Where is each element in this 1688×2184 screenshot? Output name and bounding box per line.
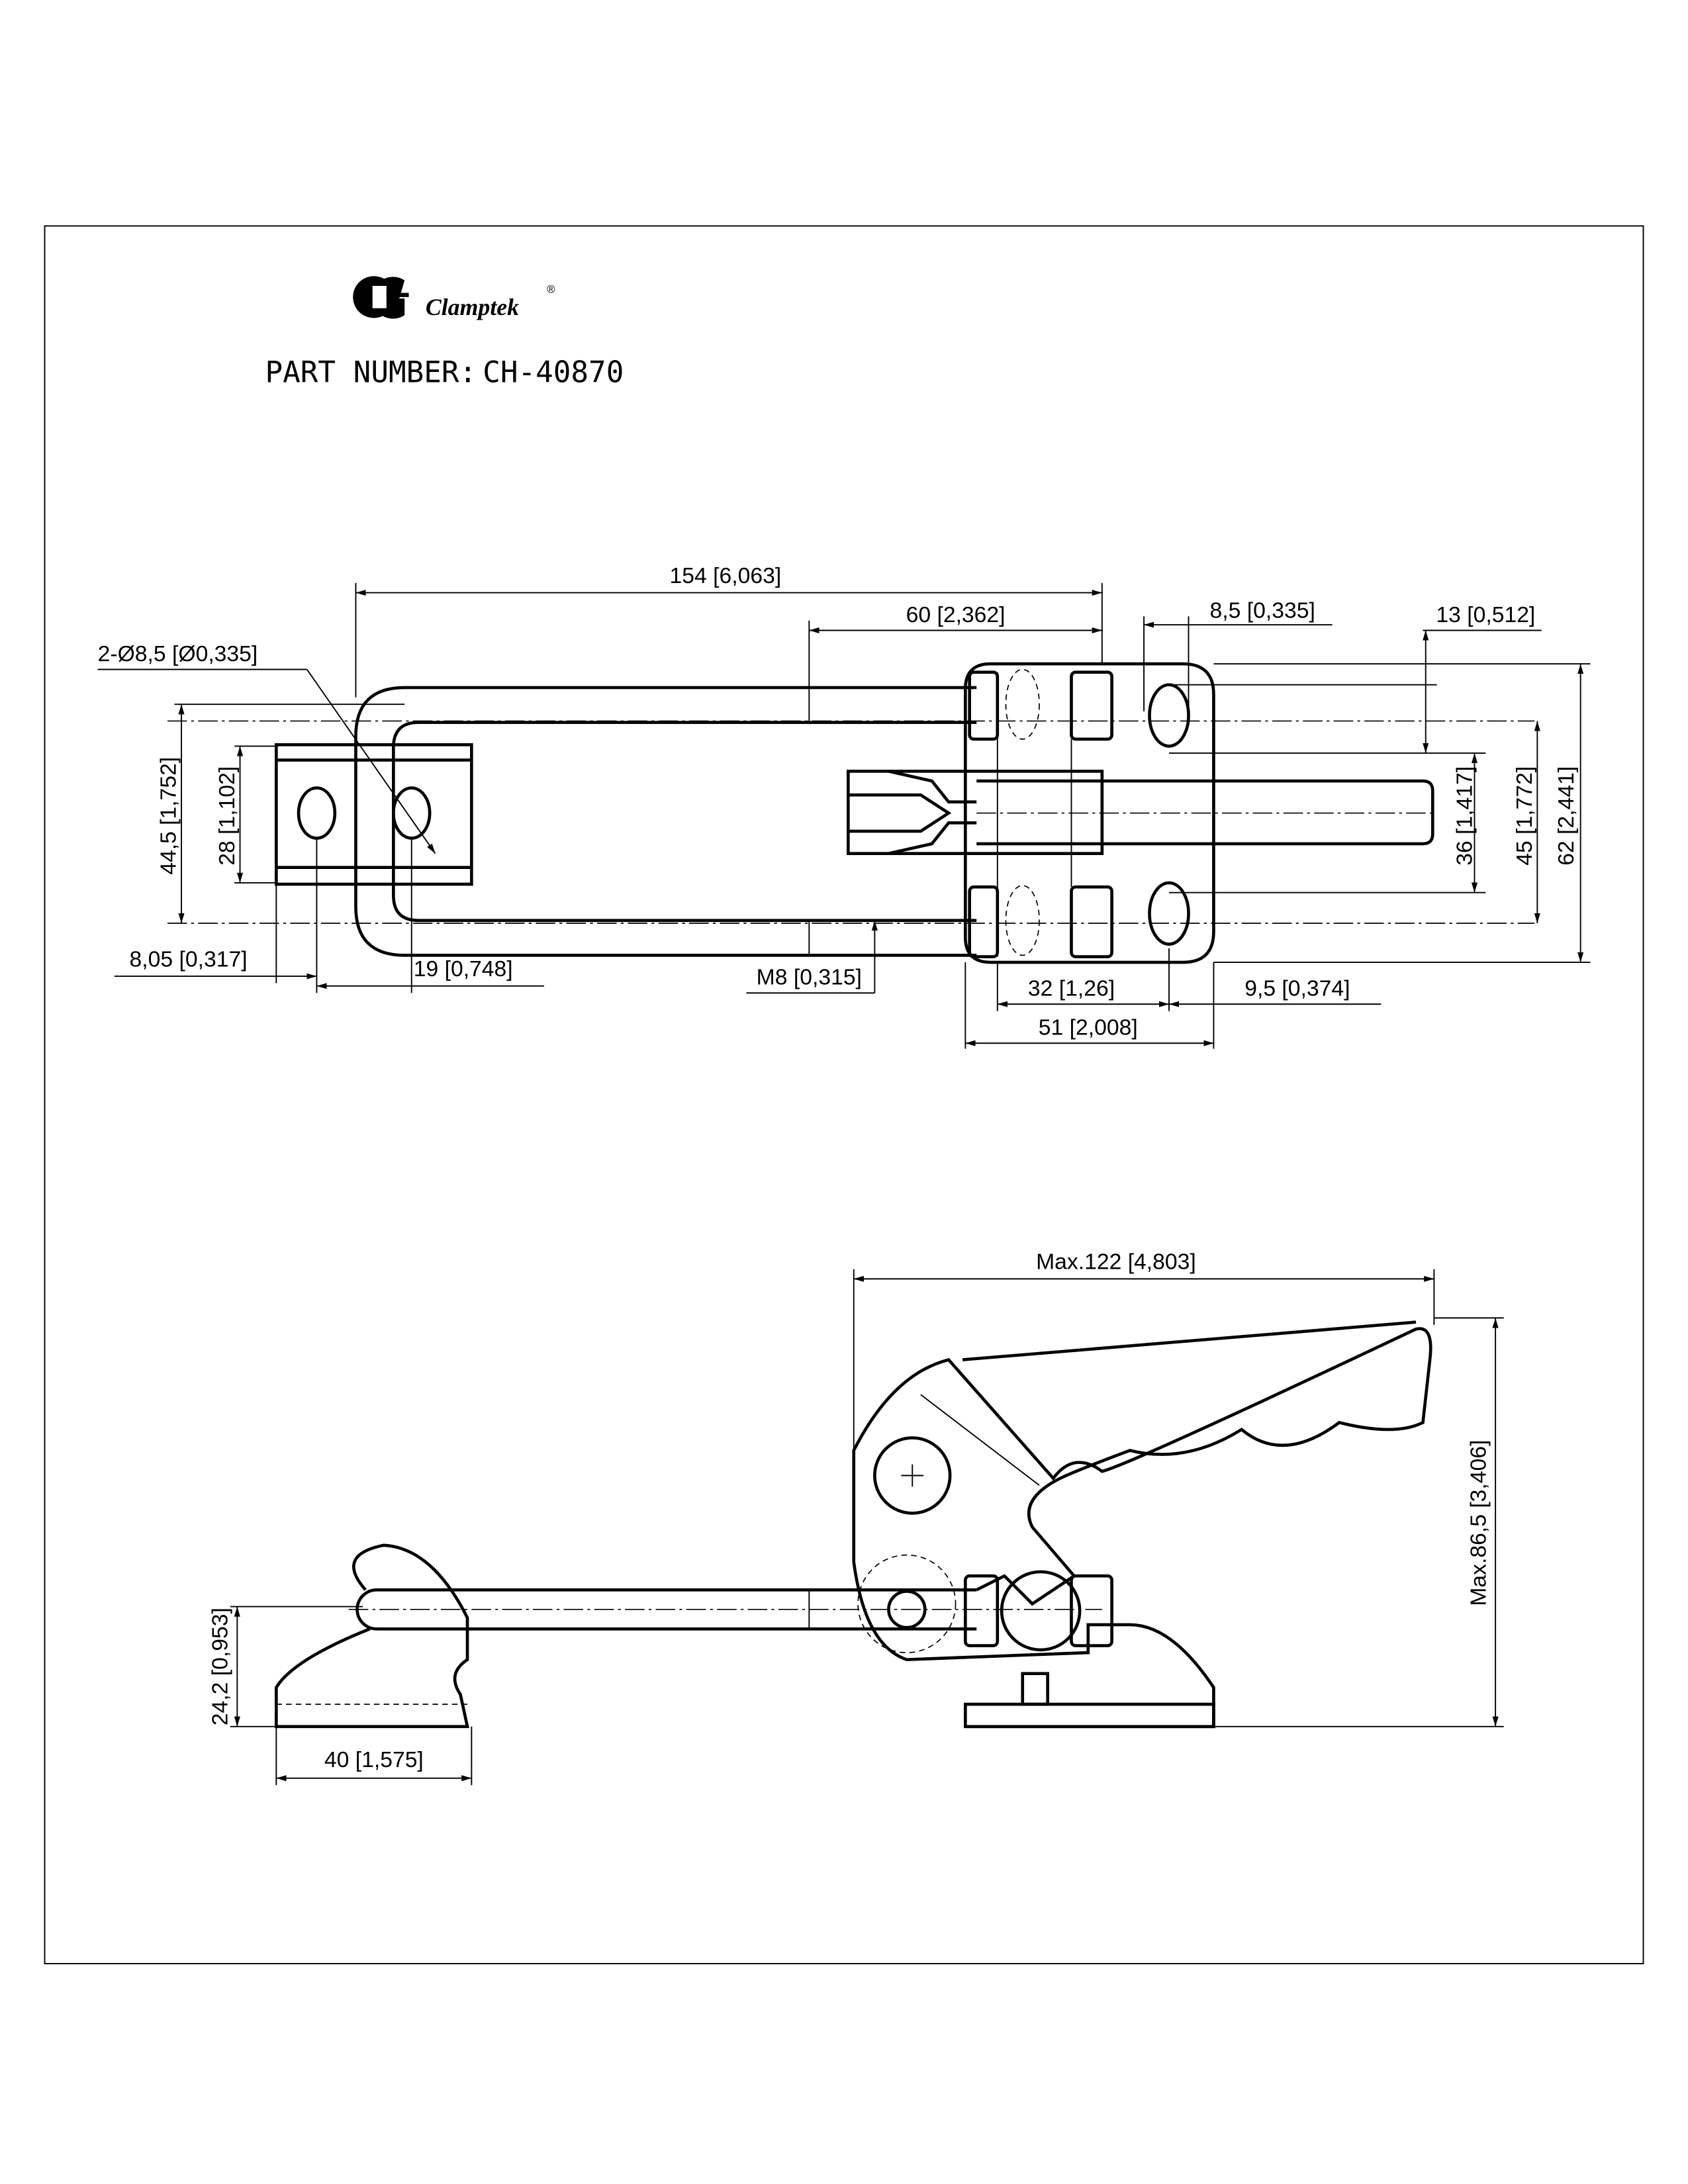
registered-mark: ® xyxy=(547,283,555,296)
clamptek-logo: Clamptek ® xyxy=(353,276,555,320)
dim-offset-8: 8,05 [0,317] xyxy=(130,946,248,972)
dim-51: 51 [2,008] xyxy=(1039,1015,1138,1040)
part-number-label: PART NUMBER: xyxy=(265,355,477,389)
dim-max-length: Max.122 [4,803] xyxy=(1036,1250,1196,1275)
brand-name: Clamptek xyxy=(426,294,519,320)
side-view: Max.122 [4,803] Max.86,5 [3,406] 24,2 [0… xyxy=(208,1250,1504,1786)
dim-slot-length: 13 [0,512] xyxy=(1436,602,1535,627)
dim-height-28: 28 [1,102] xyxy=(214,766,240,866)
dim-slot-width: 8,5 [0,335] xyxy=(1210,598,1315,623)
dim-hole-dia: 2-Ø8,5 [Ø0,335] xyxy=(98,641,258,666)
part-number-value: CH-40870 xyxy=(483,355,624,389)
dim-thread-length: 60 [2,362] xyxy=(906,602,1006,627)
dim-45: 45 [1,772] xyxy=(1512,766,1537,866)
dim-hook-height: 24,2 [0,953] xyxy=(208,1608,233,1725)
top-view: 154 [6,063] 60 [2,362] 8,5 [0,335] 13 [0… xyxy=(98,563,1591,1049)
dim-9: 9,5 [0,374] xyxy=(1244,976,1350,1001)
dim-height-44: 44,5 [1,752] xyxy=(156,757,181,875)
dim-overall-length: 154 [6,063] xyxy=(670,563,782,588)
dim-62: 62 [2,441] xyxy=(1554,766,1579,866)
drawing-frame xyxy=(44,225,1644,1964)
dim-32: 32 [1,26] xyxy=(1028,976,1115,1001)
dim-36: 36 [1,417] xyxy=(1452,766,1477,866)
dim-max-height: Max.86,5 [3,406] xyxy=(1466,1440,1491,1606)
dim-thread: M8 [0,315] xyxy=(757,965,862,990)
dim-offset-19: 19 [0,748] xyxy=(414,956,513,981)
dim-hook-length: 40 [1,575] xyxy=(324,1747,424,1772)
